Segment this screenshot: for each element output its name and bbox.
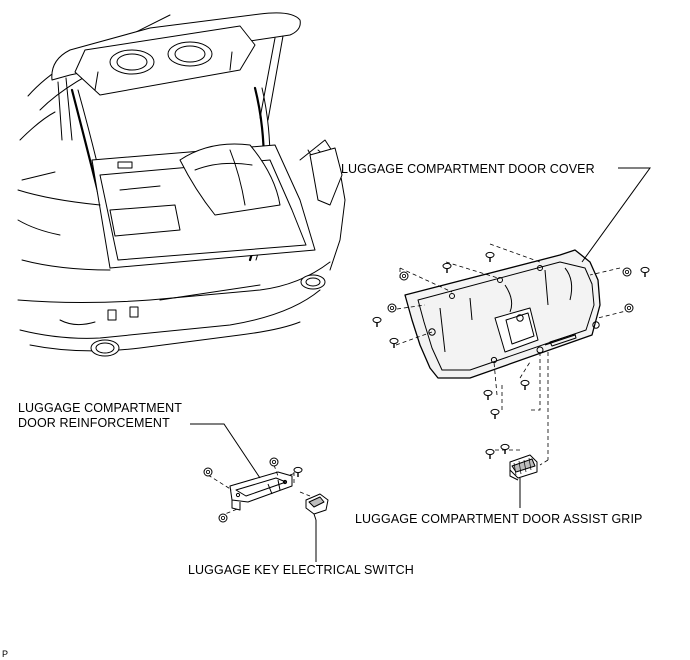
key-switch-part [305,493,329,521]
label-door-cover: LUGGAGE COMPARTMENT DOOR COVER [341,162,595,176]
label-leader-lines [190,167,651,562]
door-cover-panel [404,249,601,379]
reinforcement-screws [293,466,303,478]
assist-grip-part [509,454,538,481]
label-assist-grip: LUGGAGE COMPARTMENT DOOR ASSIST GRIP [355,512,643,526]
label-door-reinforcement-line1: LUGGAGE COMPARTMENT [18,401,182,415]
car-rear-illustration [17,12,346,357]
label-door-reinforcement-line2: DOOR REINFORCEMENT [18,416,170,430]
door-reinforcement-part [229,471,293,511]
figure-code: P [2,649,9,659]
label-key-switch: LUGGAGE KEY ELECTRICAL SWITCH [188,563,414,577]
